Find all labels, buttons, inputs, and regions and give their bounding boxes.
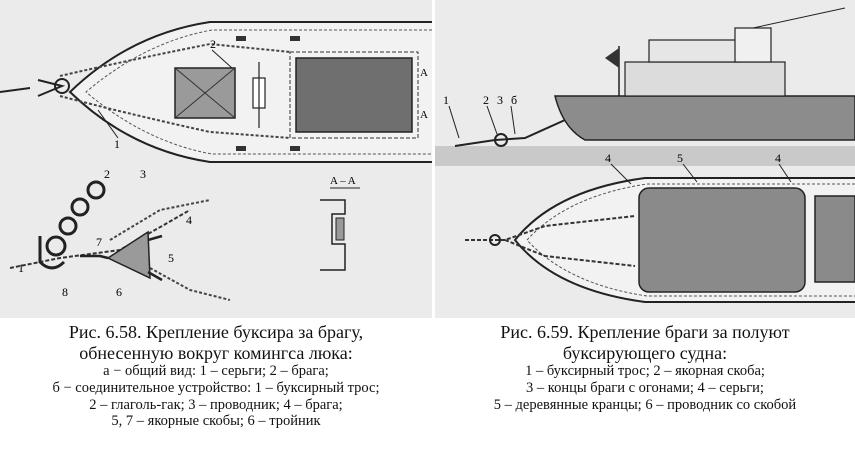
caption-title-line-1: Рис. 6.58. Крепление буксира за брагу,: [68, 322, 364, 342]
bollard-2: [290, 36, 300, 41]
bollard-4: [290, 146, 300, 151]
anchor-shackle-5a: [147, 234, 163, 242]
label-r6: б: [511, 93, 517, 107]
rigging: [752, 7, 846, 29]
label-a1: 1: [114, 137, 120, 151]
bridle-port-leg: [59, 42, 291, 77]
caption-line: 5 – деревянные кранцы; 6 – проводник со …: [493, 396, 797, 413]
hull: [554, 95, 855, 141]
label-b6: 6: [116, 285, 122, 299]
deckhouse: [638, 187, 806, 293]
anchor-shackle-side: [494, 133, 508, 147]
chain-link-3: [70, 197, 90, 217]
figure-6-59-drawing: 1 2 3 б 4 5 4: [435, 0, 855, 318]
wheelhouse: [734, 27, 772, 63]
caption-line: б − соединительное устройство: 1 – букси…: [52, 380, 380, 397]
figure-6-59: 1 2 3 б 4 5 4: [435, 0, 855, 318]
aft-deckhouse: [814, 195, 855, 283]
chain-link-4: [86, 180, 106, 200]
superstructure: [624, 61, 786, 97]
label-section-a: A: [420, 67, 428, 79]
label-b7: 7: [96, 235, 102, 249]
fender-line: [526, 183, 855, 297]
tow-rope-a: [0, 87, 31, 93]
leader-r1: [448, 105, 460, 139]
deck-plan-view: 1 2 A A: [0, 21, 432, 163]
label-r1: 1: [443, 93, 449, 107]
caption-line: 1 – буксирный трос; 2 – якорная скоба;: [525, 363, 765, 380]
triplate: [106, 230, 151, 280]
deck-edge-line: [85, 29, 432, 155]
caption-title-line-1: Рис. 6.59. Крепление браги за полуют: [500, 322, 790, 342]
shackle-plan: [489, 234, 501, 246]
section-title: A – A: [330, 175, 356, 187]
tow-rope-plan: [465, 215, 636, 241]
shackle-ring: [54, 78, 70, 94]
caption-title-line-2: обнесенную вокруг комингса люка:: [79, 342, 353, 363]
coaming-profile: [320, 199, 346, 271]
figure-6-58-drawing: 1 2 A A A – A 1 2 3: [0, 0, 432, 318]
leader-r3: [510, 105, 516, 135]
label-b8: 8: [62, 285, 68, 299]
label-section-a2: A: [420, 109, 428, 121]
label-b5: 5: [168, 251, 174, 265]
bridle-lower: [149, 267, 231, 301]
figure-6-58-caption: Рис. 6.58. Крепление буксира за брагу, о…: [0, 322, 432, 430]
flag: [605, 48, 619, 68]
leader-r2: [486, 105, 498, 135]
label-r5: 5: [677, 151, 683, 165]
tug-side-view: 1 2 3 б: [435, 7, 855, 166]
label-r4a: 4: [605, 151, 611, 165]
anchor-shackle-7: [80, 254, 109, 260]
label-b2: 2: [104, 167, 110, 181]
chain-link-2: [58, 216, 78, 236]
water: [435, 146, 855, 166]
leader-r4b: [778, 163, 792, 183]
bridle-around-coaming: [289, 51, 419, 139]
tug-plan-view: 4 5 4: [465, 151, 855, 303]
figure-6-59-caption: Рис. 6.59. Крепление браги за полуют бук…: [440, 322, 850, 413]
caption-line: 5, 7 – якорные скобы; 6 – тройник: [111, 413, 321, 430]
bridge: [648, 39, 740, 63]
tow-rope-b: [9, 209, 191, 269]
bollard-3: [236, 146, 246, 151]
label-r3: 3: [497, 93, 503, 107]
caption-line: а − общий вид: 1 – серьги; 2 – брага;: [103, 363, 329, 380]
anchor-shackle-5b: [147, 270, 163, 282]
connecting-device-view: 1 2 3 4 5 6 7 8: [9, 167, 231, 301]
label-b3: 3: [140, 167, 146, 181]
section-a-a: A – A: [320, 175, 360, 271]
label-b1: 1: [18, 261, 24, 275]
bridle-starboard-leg: [59, 95, 291, 139]
bridle-upper: [109, 199, 211, 241]
caption-line: 3 – концы браги с огонами; 4 – серьги;: [526, 380, 764, 397]
label-r4b: 4: [775, 151, 781, 165]
label-b4: 4: [186, 213, 192, 227]
hatch-cross-2: [174, 67, 236, 119]
figure-6-58: 1 2 A A A – A 1 2 3: [0, 0, 432, 318]
bridle-plan-lower: [504, 239, 636, 267]
bridle-section: [335, 217, 345, 241]
pelican-hook: [38, 236, 66, 270]
chain-link-1: [45, 235, 67, 257]
label-r2: 2: [483, 93, 489, 107]
leader-r4a: [610, 163, 632, 185]
label-a2: 2: [210, 37, 216, 51]
tow-hook: [37, 79, 66, 97]
caption-line: 2 – глаголь-гак; 3 – проводник; 4 – браг…: [89, 396, 343, 413]
leader-1: [97, 109, 119, 139]
leader-r5: [682, 163, 698, 183]
bollard-1: [236, 36, 246, 41]
caption-title-line-2: буксирующего судна:: [562, 342, 728, 363]
main-hatch: [295, 57, 413, 133]
tow-rope-side: [454, 119, 566, 147]
leader-2: [211, 49, 233, 69]
